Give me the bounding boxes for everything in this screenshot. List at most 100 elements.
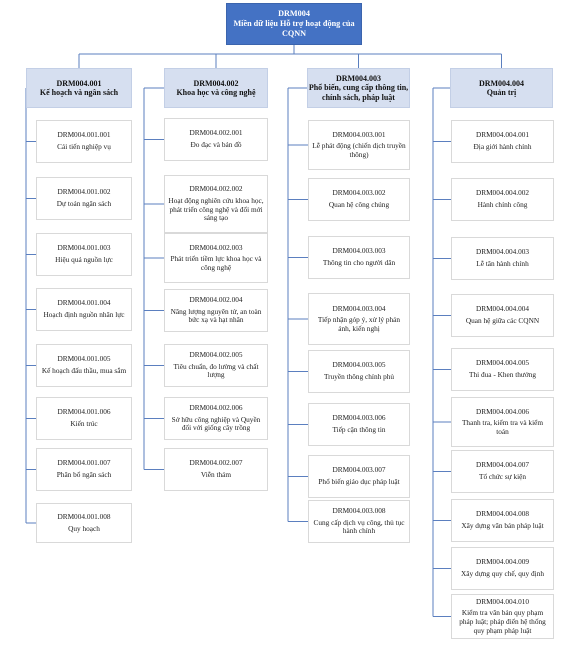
leaf-name: Quan hệ giữa các CQNN <box>465 316 540 325</box>
leaf-code: DRM004.001.002 <box>57 187 111 197</box>
leaf-name: Quy hoạch <box>68 523 100 533</box>
leaf-name: Cải tiến nghiệp vụ <box>57 142 111 151</box>
leaf-name: Lễ tân hành chính <box>476 259 529 268</box>
leaf-code: DRM004.003.007 <box>332 465 386 475</box>
leaf-name: Năng lượng nguyên tử, an toàn bức xạ và … <box>170 306 262 325</box>
leaf-node: DRM004.001.005 Kế hoạch đấu thầu, mua sắm <box>36 344 132 387</box>
leaf-code: DRM004.003.002 <box>332 188 386 198</box>
leaf-name: Tiếp cận thông tin <box>332 425 386 434</box>
leaf-name: Kế hoạch đấu thầu, mua sắm <box>41 366 127 375</box>
leaf-name: Kiểm tra văn bản quy phạm pháp luật; phá… <box>459 608 546 635</box>
leaf-code: DRM004.003.008 <box>332 506 386 516</box>
leaf-code: DRM004.001.006 <box>57 407 111 417</box>
leaf-code: DRM004.003.001 <box>332 129 386 139</box>
leaf-code: DRM004.003.005 <box>332 360 386 370</box>
leaf-name: Tổ chức sự kiện <box>478 472 527 481</box>
leaf-code: DRM004.004.004 <box>475 304 530 314</box>
leaf-name: Tiêu chuẩn, đo lường và chất lượng <box>173 361 259 380</box>
leaf-name: Hành chính công <box>477 200 528 209</box>
category-code: DRM004.004 <box>478 78 525 88</box>
leaf-code: DRM004.004.003 <box>475 247 530 257</box>
category-code: DRM004.002 <box>193 78 239 88</box>
leaf-code: DRM004.002.007 <box>189 458 243 468</box>
leaf-name: Đo đạc và bản đồ <box>190 140 242 149</box>
leaf-name: Hoạch định nguồn nhân lực <box>43 310 125 319</box>
leaf-name: Hoạt động nghiên cứu khoa học, phát triể… <box>168 195 264 223</box>
leaf-code: DRM004.002.005 <box>189 350 243 360</box>
leaf-code: DRM004.001.004 <box>57 298 111 308</box>
category-name: Phổ biến, cung cấp thông tin, chính sách… <box>308 83 409 102</box>
leaf-name: Sở hữu công nghiệp và Quyền đối với giốn… <box>171 414 261 433</box>
leaf-code: DRM004.001.003 <box>57 243 111 253</box>
leaf-name: Thông tin cho người dân <box>322 258 396 267</box>
leaf-code: DRM004.004.005 <box>475 358 530 368</box>
leaf-code: DRM004.002.006 <box>189 403 243 413</box>
leaf-name: Truyền thông chính phủ <box>323 372 395 381</box>
leaf-code: DRM004.004.002 <box>475 188 530 198</box>
leaf-code: DRM004.004.007 <box>475 460 530 470</box>
leaf-code: DRM004.002.003 <box>189 242 243 252</box>
leaf-name: Hiệu quả nguồn lực <box>55 255 113 264</box>
leaf-code: DRM004.001.001 <box>57 130 111 140</box>
leaf-node: DRM004.001.002 Dự toán ngân sách <box>36 177 132 220</box>
leaf-name: Quan hệ công chúng <box>328 200 390 209</box>
leaf-node: DRM004.004.003 Lễ tân hành chính <box>451 237 554 280</box>
leaf-name: Tiếp nhận góp ý, xử lý phản ánh, kiến ng… <box>317 315 401 333</box>
leaf-name: Địa giới hành chính <box>473 142 532 151</box>
leaf-name: Xây dựng quy chế, quy định <box>461 569 544 578</box>
leaf-name: Viễn thám <box>200 470 232 479</box>
leaf-code: DRM004.004.009 <box>475 557 530 567</box>
leaf-code: DRM004.002.002 <box>189 184 243 194</box>
root-node: DRM004 Miền dữ liệu Hỗ trợ hoạt động của… <box>226 3 362 45</box>
leaf-code: DRM004.001.008 <box>57 511 111 521</box>
leaf-name: Phát triển tiềm lực khoa học và công ngh… <box>170 254 262 272</box>
leaf-name: Xây dựng văn bản pháp luật <box>461 521 544 530</box>
leaf-code: DRM004.004.001 <box>475 130 530 140</box>
leaf-code: DRM004.001.007 <box>57 458 111 468</box>
leaf-code: DRM004.003.004 <box>332 303 386 313</box>
category-code: DRM004.003 <box>335 73 382 83</box>
leaf-code: DRM004.004.006 <box>475 406 530 416</box>
leaf-name: Cung cấp dịch vụ công, thủ tục hành chín… <box>313 517 405 536</box>
leaf-node: DRM004.002.001 Đo đạc và bản đồ <box>164 118 268 161</box>
leaf-node: DRM004.004.007 Tổ chức sự kiện <box>451 450 554 493</box>
leaf-code: DRM004.003.006 <box>332 413 386 423</box>
leaf-code: DRM004.003.003 <box>332 246 386 256</box>
leaf-code: DRM004.002.001 <box>189 128 243 138</box>
leaf-name: Lễ phát động (chiến dịch truyền thông) <box>312 141 406 159</box>
leaf-name: Dự toán ngân sách <box>56 199 112 208</box>
leaf-code: DRM004.004.008 <box>475 509 530 519</box>
leaf-code: DRM004.001.005 <box>57 354 111 364</box>
category-name: Quản trị <box>486 88 517 97</box>
root-name: Miền dữ liệu Hỗ trợ hoạt động của CQNN <box>233 19 355 38</box>
category-code: DRM004.001 <box>56 78 102 88</box>
leaf-name: Phân bổ ngân sách <box>56 470 112 479</box>
